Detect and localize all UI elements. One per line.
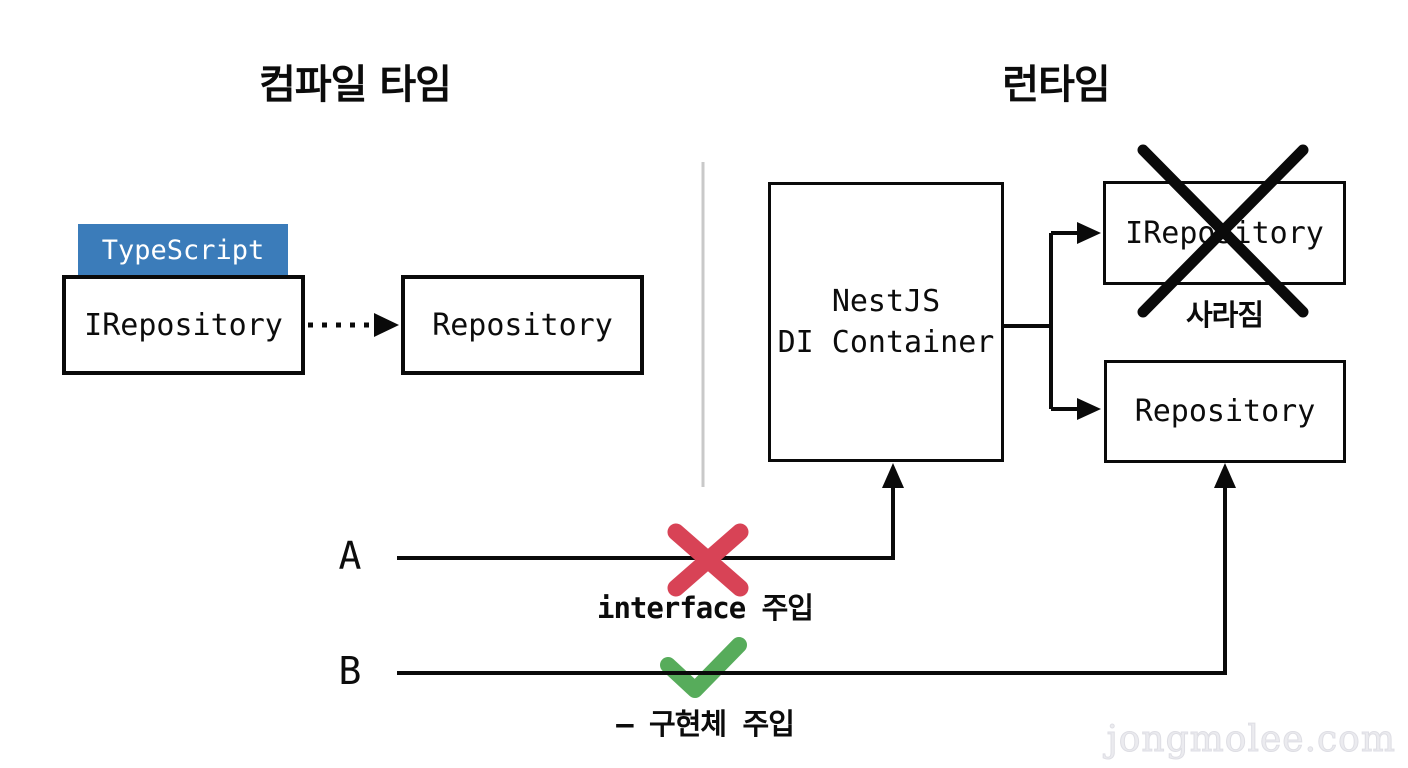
flow-a-label: A xyxy=(338,534,362,578)
success-check-icon xyxy=(660,637,747,698)
arrow-to-container-icon xyxy=(882,463,904,488)
flow-a-caption: interface 주입 xyxy=(597,591,814,625)
arrow-to-repository-icon xyxy=(1077,398,1101,420)
fail-x-icon xyxy=(667,523,749,597)
compile-irepository-label: IRepository xyxy=(84,307,283,343)
compile-time-title: 컴파일 타임 xyxy=(259,62,452,108)
runtime-repository-box: Repository xyxy=(1104,360,1346,463)
nestjs-di-container-label: NestJS DI Container xyxy=(777,284,995,360)
arrow-to-repository-bottom-icon xyxy=(1214,463,1236,488)
flow-b-arrow xyxy=(397,463,1236,675)
arrow-to-irepository-icon xyxy=(1077,222,1101,244)
nestjs-di-container-box: NestJS DI Container xyxy=(768,182,1004,462)
flow-a-arrow xyxy=(397,463,904,560)
runtime-repository-label: Repository xyxy=(1134,394,1316,429)
dotted-implements-arrow-icon xyxy=(308,313,399,337)
compile-irepository-box: IRepository xyxy=(62,275,305,375)
runtime-title: 런타임 xyxy=(1002,62,1110,108)
typescript-badge: TypeScript xyxy=(78,224,288,276)
watermark-text: jongmolee.com xyxy=(1106,719,1396,761)
flow-b-caption: – 구현체 주입 xyxy=(616,707,795,741)
compile-repository-label: Repository xyxy=(432,307,613,343)
runtime-irepository-label: IRepository xyxy=(1125,215,1324,251)
container-branch-connector xyxy=(1003,222,1101,420)
compile-repository-box: Repository xyxy=(401,275,644,375)
disappear-note: 사라짐 xyxy=(1185,298,1264,332)
runtime-irepository-box: IRepository xyxy=(1103,181,1346,285)
flow-b-label: B xyxy=(338,649,362,693)
